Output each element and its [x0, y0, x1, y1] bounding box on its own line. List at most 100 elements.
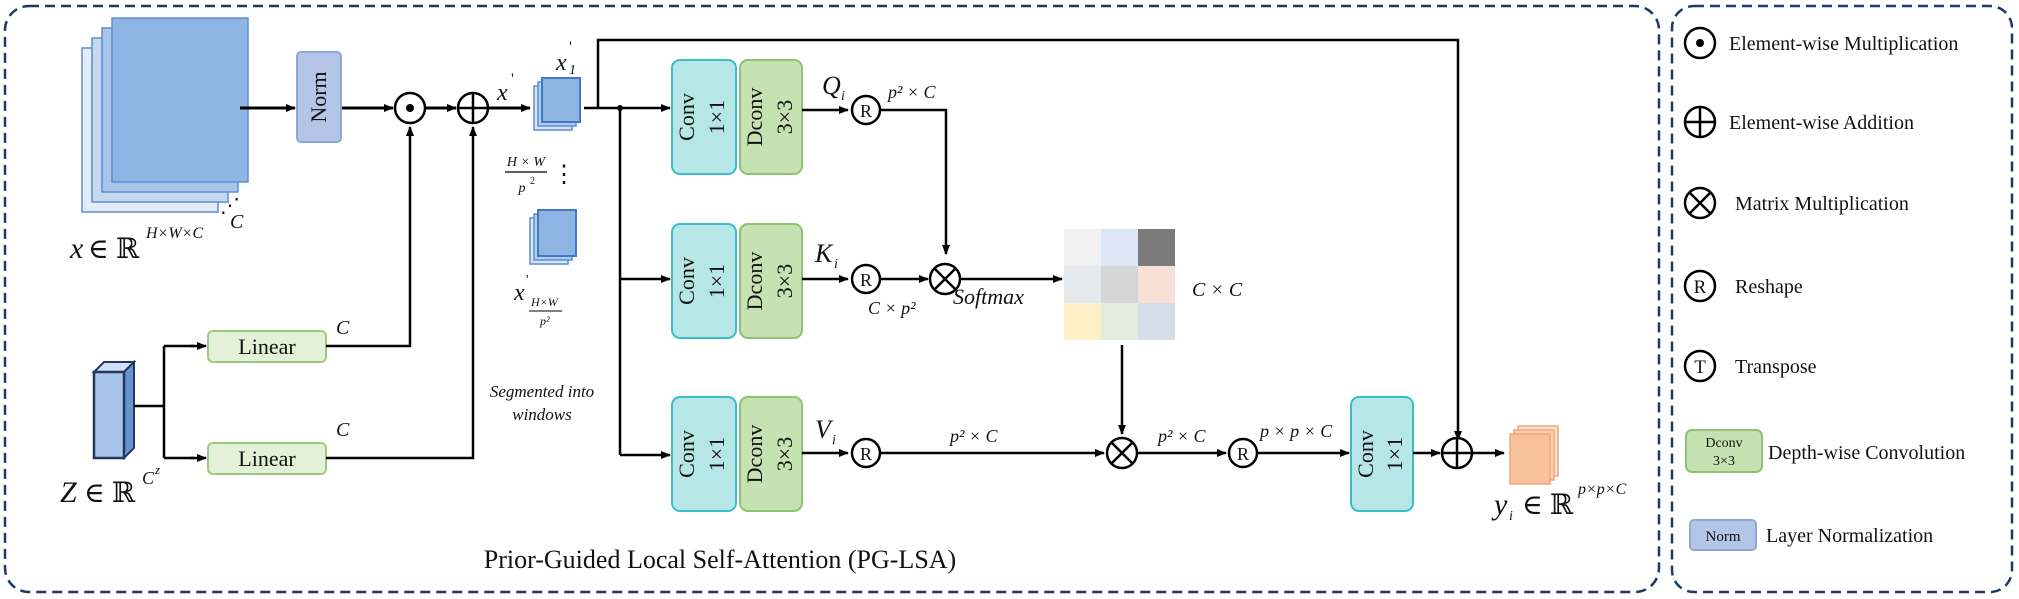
linear-bottom-channel: C: [336, 419, 350, 441]
legend-dconv-icon-line2: 3×3: [1713, 454, 1735, 469]
legend-reshape-glyph: R: [1694, 277, 1707, 298]
attention-cell: [1101, 266, 1138, 303]
v-subscript: i: [832, 433, 836, 448]
v-reshape-glyph: R: [860, 444, 872, 464]
output-matmul-cross: [1111, 442, 1133, 464]
out-conv-label: Conv: [1353, 430, 1378, 478]
k-conv-label: Conv: [674, 257, 699, 305]
x1-prime-sub: 1: [569, 63, 576, 78]
q-dconv-label: Dconv: [742, 88, 767, 147]
q-conv-block: [671, 59, 737, 175]
v-dconv-label: Dconv: [742, 425, 767, 484]
legend-label-transpose: Transpose: [1735, 356, 1817, 378]
k-dconv-kernel: 3×3: [772, 264, 797, 298]
out-shape-label-1: p² × C: [1156, 426, 1207, 446]
prior-z-block: [91, 359, 137, 461]
main-panel-frame: [3, 4, 1661, 594]
attention-matmul-cross: [934, 268, 956, 290]
legend-transpose-glyph: T: [1694, 357, 1706, 378]
legend-label-mul: Element-wise Multiplication: [1729, 33, 1958, 55]
out-shape-label-2: p × p × C: [1258, 421, 1333, 441]
k-dconv-block: [739, 223, 803, 339]
attention-cell: [1138, 303, 1175, 340]
input-feature-stack: [81, 17, 249, 213]
q-shape-label: p² × C: [886, 82, 937, 102]
legend-mul-icon-dot: [1696, 39, 1704, 47]
window-stack-first: [533, 77, 581, 131]
v-conv-block: [671, 396, 737, 512]
attention-cell: [1064, 303, 1101, 340]
legend-matmul-icon-cross: [1689, 192, 1711, 214]
segmented-label-line2: windows: [512, 405, 572, 424]
y-output-label: y i ∈ ℝ p×p×C: [1491, 481, 1627, 524]
x-last-sub-den: p²: [539, 314, 550, 328]
y-reals: ∈ ℝ: [1522, 490, 1574, 521]
y-subscript: i: [1509, 509, 1513, 524]
z-dims-sup: z: [154, 462, 160, 477]
x-prime-label: x: [496, 80, 508, 106]
legend-label-add: Element-wise Addition: [1729, 112, 1914, 134]
legend-label-norm: Layer Normalization: [1766, 525, 1933, 547]
window-count-fraction: H × W p 2: [505, 155, 547, 196]
q-dconv-block: [739, 59, 803, 175]
z-symbol: Z: [60, 476, 77, 509]
attention-cell: [1064, 266, 1101, 303]
q-dconv-kernel: 3×3: [772, 100, 797, 134]
window-count-denominator-sup: 2: [530, 176, 535, 187]
k-symbol: K: [814, 239, 834, 268]
residual-add-cross: [1442, 438, 1472, 468]
legend-label-reshape: Reshape: [1735, 276, 1803, 298]
v-symbol: V: [815, 415, 834, 444]
x-last-label: x: [513, 280, 525, 306]
figure-caption: Prior-Guided Local Self-Attention (PG-LS…: [484, 545, 956, 574]
branch-trunk: [584, 106, 622, 455]
arrow-q-to-matmul: [880, 108, 950, 255]
attention-cell: [1138, 229, 1175, 266]
norm-block: [296, 51, 342, 143]
k-shape-label: C × p²: [868, 298, 916, 318]
out-conv-kernel: 1×1: [1382, 437, 1407, 471]
skip-connection: [596, 38, 1462, 441]
arrow-linear-bottom-to-add: [326, 126, 477, 460]
window-count-numerator: H × W: [506, 155, 547, 170]
legend-item-elementwise-multiplication: Element-wise Multiplication: [1683, 26, 1958, 60]
z-dims-base: C: [142, 468, 155, 488]
legend-item-transpose: T Transpose: [1683, 349, 1817, 383]
linear-label-top: Linear: [238, 334, 296, 359]
v-shape-label: p² × C: [948, 426, 999, 446]
legend-add-icon-cross: [1685, 107, 1715, 137]
stack-channel-label: C: [230, 211, 244, 233]
v-conv-label: Conv: [674, 430, 699, 478]
window-stack-last: [529, 209, 577, 265]
legend-label-matmul: Matrix Multiplication: [1735, 193, 1909, 215]
window-ellipsis: ⋮: [552, 162, 576, 188]
z-reals: ∈ ℝ: [84, 478, 136, 509]
linear-top-channel: C: [336, 317, 350, 339]
x1-prime-mark: ': [569, 39, 572, 56]
attention-map: [1064, 229, 1175, 340]
legend: Element-wise Multiplication Element-wise…: [1683, 26, 1965, 551]
k-conv-block: [671, 223, 737, 339]
q-conv-label: Conv: [674, 93, 699, 141]
linear-label-bottom: Linear: [238, 446, 296, 471]
legend-item-matrix-multiplication: Matrix Multiplication: [1683, 186, 1909, 220]
softmax-label: Softmax: [953, 284, 1024, 309]
x1-prime-label: x: [555, 50, 567, 76]
y-dims: p×p×C: [1577, 481, 1627, 498]
elementwise-add-cross: [458, 93, 488, 123]
segmented-label-line1: Segmented into: [490, 382, 594, 401]
attention-cell: [1138, 266, 1175, 303]
k-subscript: i: [834, 257, 838, 272]
v-conv-kernel: 1×1: [704, 437, 729, 471]
attention-shape-label: C × C: [1192, 279, 1243, 301]
v-dconv-kernel: 3×3: [772, 437, 797, 471]
q-reshape-glyph: R: [860, 101, 872, 121]
x-input-label: x ∈ ℝ H×W×C: [69, 225, 203, 265]
legend-norm-icon: [1689, 519, 1757, 551]
arrow-linear-top-to-mul: [326, 126, 414, 348]
legend-transpose-icon: [1683, 349, 1717, 383]
x-prime-mark: ': [511, 71, 514, 88]
k-reshape-glyph: R: [860, 270, 872, 290]
x-dims: H×W×C: [145, 225, 203, 242]
